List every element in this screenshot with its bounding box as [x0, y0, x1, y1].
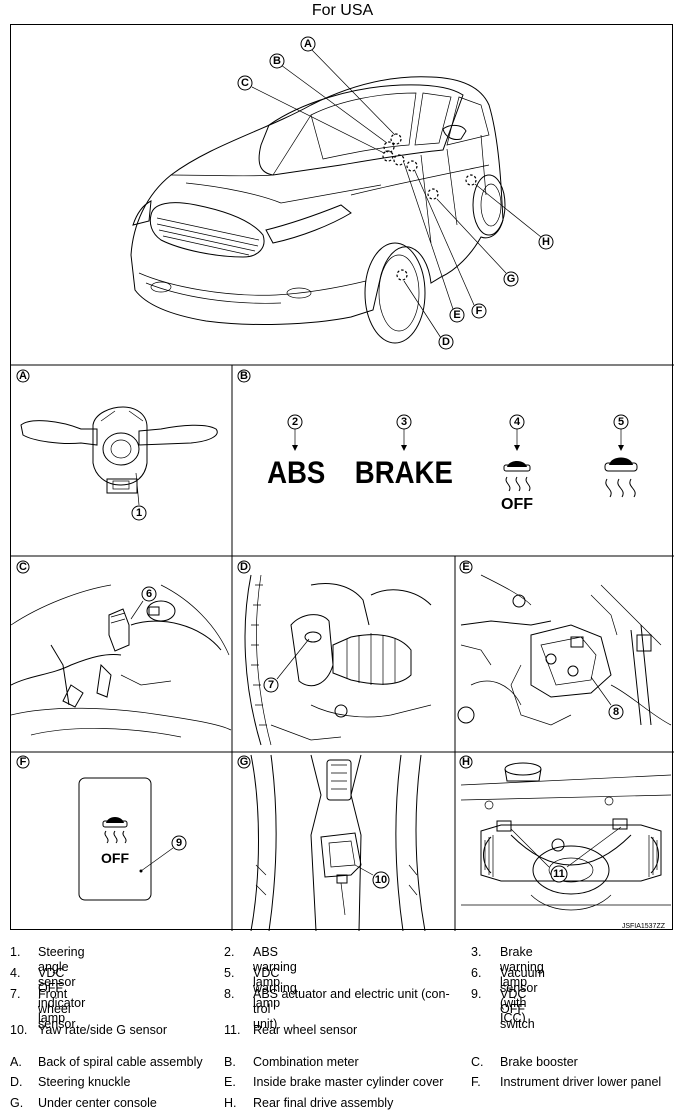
svg-text:11: 11 — [553, 868, 565, 880]
vdc-off-switch-text: OFF — [101, 850, 129, 866]
callout-11: 11 — [550, 865, 568, 883]
panel-G-label: G — [237, 755, 251, 769]
svg-text:3: 3 — [401, 416, 407, 428]
vdc-off-switch-panel — [78, 777, 152, 901]
svg-text:5: 5 — [618, 416, 624, 428]
svg-text:H: H — [462, 756, 470, 768]
svg-text:A: A — [304, 38, 312, 50]
callout-G: G — [503, 271, 519, 287]
vdc-off-switch-icon — [102, 817, 128, 844]
steering-knuckle-illustration — [244, 574, 432, 746]
callout-2: 2 — [287, 414, 303, 430]
svg-text:B: B — [240, 370, 248, 382]
callout-9: 9 — [171, 835, 187, 851]
panel-E-label: E — [459, 560, 473, 574]
callout-C: C — [237, 75, 253, 91]
svg-text:4: 4 — [514, 416, 521, 428]
car-leader-lines — [251, 48, 542, 339]
rear-final-drive-illustration — [460, 762, 672, 911]
callout-8: 8 — [608, 704, 624, 720]
svg-text:D: D — [442, 336, 450, 348]
callout-D: D — [438, 334, 454, 350]
panel-C: C 6 — [10, 560, 232, 738]
panel-A-label: A — [16, 369, 30, 383]
abs-actuator-illustration — [457, 574, 672, 726]
svg-text:7: 7 — [268, 679, 274, 691]
svg-text:G: G — [240, 756, 249, 768]
car-overview-illustration — [130, 76, 506, 344]
callout-F: F — [471, 303, 487, 319]
panel-C-label: C — [16, 560, 30, 574]
panel-H-label: H — [459, 755, 473, 769]
svg-text:D: D — [240, 561, 248, 573]
abs-warning-lamp-text: ABS — [267, 455, 325, 490]
svg-text:E: E — [453, 309, 460, 321]
brake-booster-illustration — [10, 584, 232, 738]
svg-text:A: A — [19, 370, 27, 382]
spiral-cable-illustration — [20, 406, 218, 494]
svg-text:F: F — [20, 756, 27, 768]
callout-A: A — [300, 36, 316, 52]
svg-text:E: E — [462, 561, 469, 573]
svg-text:6: 6 — [146, 588, 152, 600]
svg-text:C: C — [19, 561, 27, 573]
callout-E: E — [449, 307, 465, 323]
panel-D-label: D — [237, 560, 251, 574]
svg-text:9: 9 — [176, 837, 182, 849]
panel-B-label: B — [237, 369, 251, 383]
diagram-frame: .ln { fill: none; stroke: #000; stroke-w… — [10, 24, 674, 932]
panel-B: B 2 ABS 3 BRAKE 4 OFF 5 — [237, 369, 638, 513]
vdc-off-indicator-text: OFF — [501, 496, 533, 513]
callout-7: 7 — [263, 677, 279, 693]
svg-text:8: 8 — [613, 706, 619, 718]
callout-4: 4 — [509, 414, 525, 430]
callout-5: 5 — [613, 414, 629, 430]
callout-B: B — [269, 53, 285, 69]
callout-6: 6 — [141, 586, 157, 602]
panel-G: G 10 — [237, 754, 426, 932]
diagram-canvas: .ln { fill: none; stroke: #000; stroke-w… — [10, 36, 674, 932]
image-code: JSFIA1537ZZ — [622, 923, 666, 930]
callout-3: 3 — [396, 414, 412, 430]
page-title: For USA — [311, 2, 374, 19]
svg-text:H: H — [542, 236, 550, 248]
panel-F: F OFF 9 — [16, 755, 187, 901]
panel-D: D 7 — [237, 560, 432, 746]
callout-10: 10 — [372, 871, 390, 889]
center-console-illustration — [250, 754, 426, 932]
car-sensor-markers — [382, 133, 477, 281]
panel-E: E 8 — [457, 560, 672, 726]
svg-text:10: 10 — [375, 874, 387, 886]
brake-warning-lamp-text: BRAKE — [355, 455, 453, 490]
svg-text:C: C — [241, 77, 249, 89]
svg-text:B: B — [273, 55, 281, 67]
svg-text:1: 1 — [136, 507, 142, 519]
callout-1: 1 — [131, 505, 147, 521]
panel-grid — [11, 364, 674, 931]
svg-text:G: G — [507, 273, 516, 285]
vdc-off-indicator-icon — [503, 461, 531, 492]
panel-H: H 11 JSFIA1537ZZ — [459, 755, 672, 930]
panel-F-label: F — [16, 755, 30, 769]
svg-text:F: F — [476, 305, 483, 317]
vdc-warning-lamp-icon — [604, 457, 638, 498]
svg-text:2: 2 — [292, 416, 298, 428]
panel-A: A 1 — [16, 369, 218, 521]
callout-H: H — [538, 234, 554, 250]
